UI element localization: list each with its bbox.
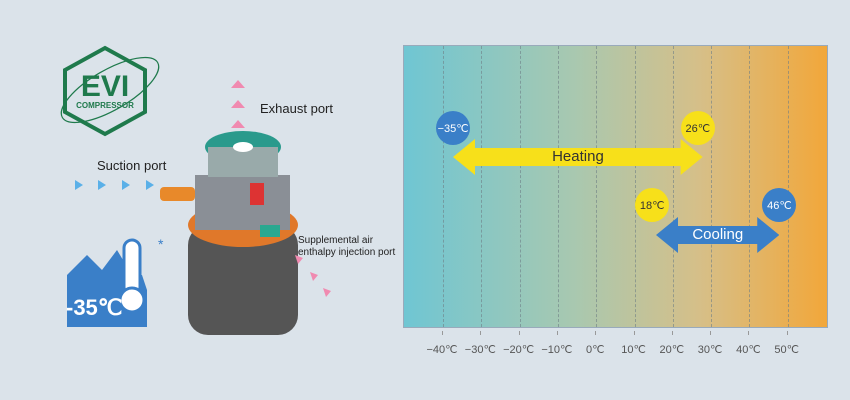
heating-min-marker: −35℃	[436, 111, 471, 145]
x-tick	[595, 331, 597, 335]
cooling-label: Cooling	[692, 226, 744, 243]
cooling-range-arrow	[656, 217, 780, 253]
injection-label-line1: Supplemental air	[298, 235, 374, 246]
cooling-min-marker: 18℃	[635, 188, 670, 222]
x-tick-label: −20℃	[503, 344, 535, 356]
injection-arrows	[295, 255, 331, 297]
gridline	[672, 46, 674, 327]
low-temperature-value: -35℃	[66, 295, 123, 320]
x-tick-label: −30℃	[464, 344, 496, 356]
x-tick	[633, 331, 635, 335]
svg-text:*: *	[158, 236, 164, 252]
svg-text:COMPRESSOR: COMPRESSOR	[76, 101, 134, 110]
x-tick	[442, 331, 443, 335]
injection-port-label: Supplemental air enthalpy injection port	[298, 235, 395, 259]
injection-label-line2: enthalpy injection port	[298, 247, 396, 258]
gridline	[596, 46, 598, 327]
x-tick-label: 20℃	[659, 344, 685, 356]
x-tick	[710, 331, 712, 335]
suction-port-label: Suction port	[97, 158, 167, 173]
x-tick-label: −10℃	[541, 344, 573, 356]
x-tick-label: 10℃	[621, 344, 646, 356]
x-tick-label: 40℃	[736, 344, 761, 356]
gridline	[711, 46, 713, 327]
x-tick-label: 30℃	[697, 344, 723, 356]
gridline	[557, 46, 559, 327]
gridline	[519, 46, 521, 327]
evi-compressor-logo: EVI COMPRESSOR	[60, 45, 160, 137]
x-tick	[518, 331, 520, 335]
compressor-illustration	[160, 80, 298, 335]
gridline	[749, 46, 751, 327]
temperature-range-chart	[403, 45, 828, 328]
heating-range-arrow	[453, 139, 703, 175]
x-tick-label: 0℃	[585, 344, 605, 356]
x-tick	[480, 331, 482, 335]
heating-label: Heating	[552, 148, 604, 165]
x-tick-label: −40℃	[426, 344, 458, 356]
x-tick	[671, 331, 673, 335]
x-tick-label: 50℃	[774, 344, 799, 356]
gridline	[634, 46, 636, 327]
low-temperature-icon: *	[67, 236, 164, 327]
x-tick	[556, 331, 558, 335]
x-tick	[786, 331, 788, 335]
gridline	[443, 46, 444, 327]
suction-arrows	[75, 180, 154, 190]
gridline	[787, 46, 789, 327]
gridline	[481, 46, 483, 327]
exhaust-port-label: Exhaust port	[260, 101, 333, 116]
x-tick	[748, 331, 750, 335]
heating-max-marker: 26℃	[680, 111, 715, 145]
cooling-max-marker: 46℃	[762, 188, 797, 222]
svg-text:EVI: EVI	[81, 70, 129, 103]
